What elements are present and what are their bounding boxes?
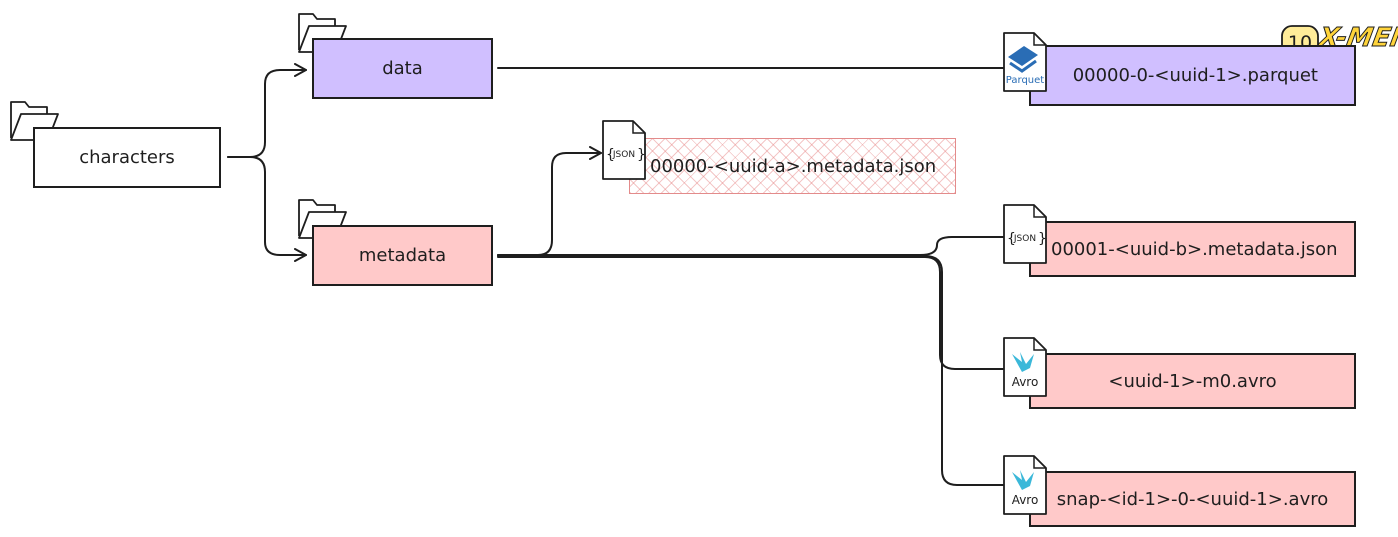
parquet-file-node[interactable]: 00000-0-<uuid-1>.parquet [1029,45,1356,106]
node-label: 00000-<uuid-a>.metadata.json [650,155,937,177]
metadata-json-a-node[interactable]: 00000-<uuid-a>.metadata.json [629,138,956,194]
arrow-metadata-to-snapshot-avro [497,255,1018,492]
node-label: metadata [358,245,447,266]
svg-text:{: { [606,147,615,163]
node-label: characters [79,147,175,168]
arrow-characters-to-data [227,63,307,158]
avro-file-icon: Avro [1003,337,1047,397]
data-folder-node[interactable]: data [312,38,493,99]
node-label: snap-<id-1>-0-<uuid-1>.avro [1056,488,1329,510]
node-label: <uuid-1>-m0.avro [1108,370,1277,392]
json-file-icon: JSON { } [1003,204,1047,264]
metadata-folder-node[interactable]: metadata [312,225,493,286]
icon-caption: Parquet [1006,75,1044,86]
snapshot-avro-node[interactable]: snap-<id-1>-0-<uuid-1>.avro [1029,471,1356,527]
icon-caption: JSON [612,150,635,160]
node-label: 00001-<uuid-b>.metadata.json [1051,238,1338,260]
svg-text:{: { [1007,231,1016,247]
svg-text:}: } [637,147,646,163]
icon-caption: Avro [1012,375,1039,389]
icon-caption: Avro [1012,493,1039,507]
avro-file-icon: Avro [1003,455,1047,515]
icon-caption: JSON [1013,234,1036,244]
arrow-metadata-to-json-b [497,230,1018,256]
characters-folder-node[interactable]: characters [33,127,221,188]
folder-icon [298,13,347,53]
parquet-file-icon: Parquet [1003,32,1047,92]
node-label: data [382,58,423,79]
arrow-metadata-to-manifest-avro [497,256,1018,376]
node-label: 00000-0-<uuid-1>.parquet [1072,65,1318,86]
manifest-avro-node[interactable]: <uuid-1>-m0.avro [1029,353,1356,409]
arrow-characters-to-metadata [227,156,307,262]
metadata-json-b-node[interactable]: 00001-<uuid-b>.metadata.json [1029,221,1356,277]
svg-text:}: } [1038,231,1047,247]
json-file-icon: JSON { } [602,120,646,180]
connectors [227,61,1018,492]
